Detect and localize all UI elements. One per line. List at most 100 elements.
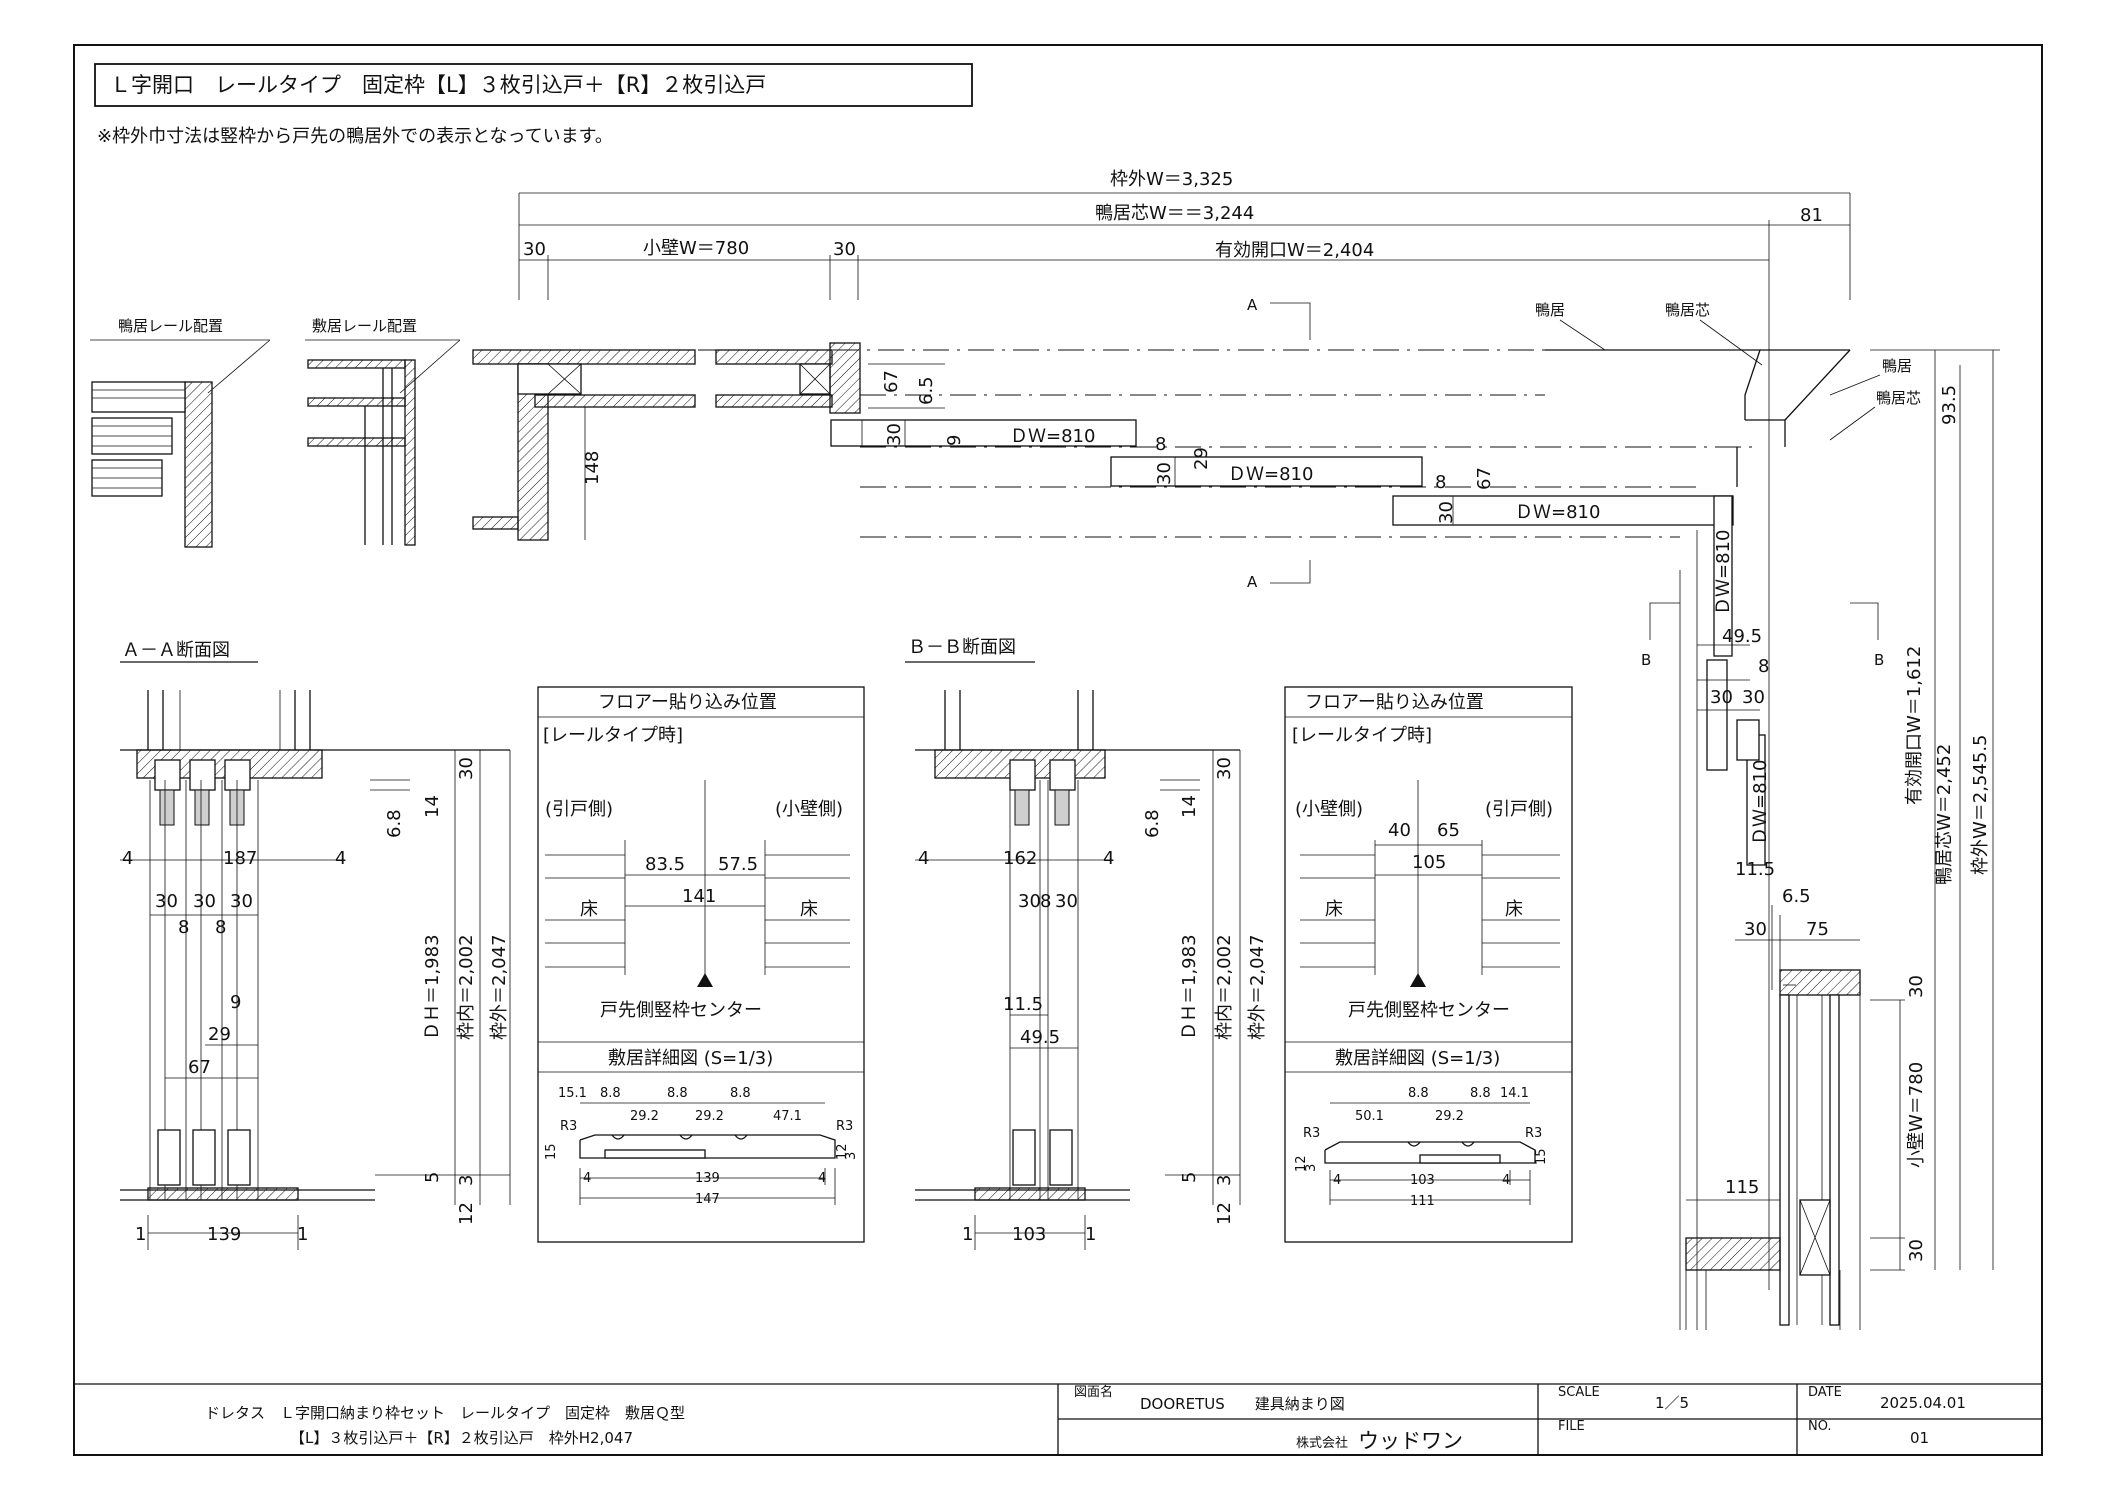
fb-floor-left: 床 xyxy=(1325,899,1343,920)
title-box: Ｌ字開口 レールタイプ 固定枠【L】３枚引込戸＋【R】２枚引込戸 xyxy=(94,63,973,107)
fb-floor-right: 床 xyxy=(1505,899,1523,920)
tb-date: 2025.04.01 xyxy=(1880,1394,1966,1412)
section-b-right: B xyxy=(1874,651,1884,669)
fb-r3b: R3 xyxy=(1525,1126,1542,1141)
note-text: ※枠外巾寸法は竪枠から戸先の鴨居外での表示となっています。 xyxy=(97,126,613,147)
dim-9-p1: 9 xyxy=(944,435,965,446)
fb-h3: 3 xyxy=(1304,1164,1319,1172)
dim-30-left: 30 xyxy=(523,239,546,260)
bb-dim-8: 8 xyxy=(1040,891,1051,912)
fa-r3a: R3 xyxy=(560,1119,577,1134)
dim-outer-w: 枠外W＝3,325 xyxy=(1110,169,1233,190)
bb-dim-6-8: 6.8 xyxy=(1142,809,1163,838)
fb-s4: 50.1 xyxy=(1355,1109,1384,1124)
fa-center: 戸先側竪枠センター xyxy=(600,1000,762,1021)
bb-dim-30-top: 30 xyxy=(1214,757,1235,780)
dim-8-r: 8 xyxy=(1758,656,1769,677)
bb-dim-30b: 30 xyxy=(1055,891,1078,912)
bb-dim-12: 12 xyxy=(1214,1202,1235,1225)
fb-center: 戸先側竪枠センター xyxy=(1348,1000,1510,1021)
dim-30-mid: 30 xyxy=(833,239,856,260)
fb-subtitle: [レールタイプ時] xyxy=(1292,725,1432,746)
aa-dim-30b: 30 xyxy=(193,891,216,912)
aa-dim-30-top: 30 xyxy=(456,757,477,780)
fa-s5: 29.2 xyxy=(630,1109,659,1124)
aa-dim-3: 3 xyxy=(456,1175,477,1186)
fa-left-side: (引戸側) xyxy=(545,799,613,820)
fa-subtitle: [レールタイプ時] xyxy=(543,725,683,746)
fa-s4: 8.8 xyxy=(730,1086,751,1101)
tb-line1: ドレタス Ｌ字開口納まり枠セット レールタイプ 固定枠 敷居Ｑ型 xyxy=(205,1404,685,1422)
fa-h12: 12 xyxy=(835,1143,850,1160)
plan-dimensions: 枠外W＝3,325 鴨居芯W＝＝3,244 81 30 小壁W＝780 30 有… xyxy=(518,169,1851,1290)
plan-view: 148 30 9 ＤＷ=810 8 30 29 ＤＷ=810 8 67 30 Ｄ… xyxy=(472,296,1960,669)
fa-d139: 139 xyxy=(695,1171,720,1186)
dim-rail-h: 鴨居芯W＝2,452 xyxy=(1934,744,1955,885)
aa-dim-4b: 4 xyxy=(335,848,346,869)
floor-box-a: フロアー貼り込み位置 [レールタイプ時] (引戸側) (小壁側) 83.5 57… xyxy=(537,686,865,1243)
dim-81: 81 xyxy=(1800,205,1823,226)
dim-148: 148 xyxy=(582,451,603,485)
fa-floor-left: 床 xyxy=(580,899,598,920)
aa-dim-139: 139 xyxy=(207,1224,241,1245)
dim-effective-w: 有効開口W＝2,404 xyxy=(1215,240,1374,261)
door-width-4: ＤＷ=810 xyxy=(1713,530,1734,615)
fa-s6: 29.2 xyxy=(695,1109,724,1124)
tb-drawing-name: DOORETUS 建具納まり図 xyxy=(1140,1395,1345,1413)
tb-no-label: NO. xyxy=(1808,1419,1832,1434)
fb-s3: 14.1 xyxy=(1500,1086,1529,1101)
tb-company-prefix: 株式会社 xyxy=(1296,1435,1348,1451)
fb-d103: 103 xyxy=(1410,1173,1435,1188)
aa-dim-4a: 4 xyxy=(122,848,133,869)
bb-dim-inner: 枠内＝2,002 xyxy=(1214,934,1235,1040)
inset-kamoi-title: 鴨居レール配置 xyxy=(118,317,223,335)
dim-93-5: 93.5 xyxy=(1939,385,1960,425)
section-aa-title: Ａ－Ａ断面図 xyxy=(122,640,230,661)
bb-dim-4a: 4 xyxy=(918,848,929,869)
tb-company: ウッドワン xyxy=(1358,1429,1463,1453)
tb-line2: 【L】３枚引込戸＋【R】２枚引込戸 枠外H2,047 xyxy=(290,1429,633,1447)
fb-s1: 8.8 xyxy=(1408,1086,1429,1101)
fa-v1: 83.5 xyxy=(645,854,685,875)
dim-small-wall: 小壁W＝780 xyxy=(643,238,749,259)
section-aa: Ａ－Ａ断面図 4 187 4 30 30 30 xyxy=(120,640,511,1250)
dim-49-5: 49.5 xyxy=(1722,626,1762,647)
fa-d4b: 4 xyxy=(818,1171,826,1186)
tb-scale-label: SCALE xyxy=(1558,1385,1600,1400)
fb-d4b: 4 xyxy=(1502,1173,1510,1188)
dim-30-p3: 30 xyxy=(1436,501,1457,524)
aa-dim-5: 5 xyxy=(422,1172,443,1183)
fb-left-side: (小壁側) xyxy=(1295,799,1363,820)
fa-v3: 141 xyxy=(682,886,716,907)
dim-6-5-r: 6.5 xyxy=(1782,886,1811,907)
dim-outer-h: 枠外W＝2,545.5 xyxy=(1970,734,1991,875)
dim-8-p2: 8 xyxy=(1155,434,1166,455)
inset-shikii-rail: 敷居レール配置 xyxy=(305,317,461,546)
aa-dim-6-8: 6.8 xyxy=(384,809,405,838)
aa-dim-9: 9 xyxy=(230,992,241,1013)
bb-dim-14: 14 xyxy=(1179,795,1200,818)
inset-shikii-title: 敷居レール配置 xyxy=(312,317,417,335)
bb-dim-103: 103 xyxy=(1012,1224,1046,1245)
bb-dim-162: 162 xyxy=(1003,848,1037,869)
aa-dim-67: 67 xyxy=(188,1057,211,1078)
tb-drawing-name-label: 図面名 xyxy=(1074,1384,1113,1400)
section-b-left: B xyxy=(1641,651,1651,669)
fb-v2: 65 xyxy=(1437,820,1460,841)
right-elevation: ＤＷ=810 49.5 8 30 30 ＤＷ=810 11.5 6.5 30 7… xyxy=(1679,349,2000,1330)
dim-30-p2: 30 xyxy=(1154,462,1175,485)
fa-h15: 15 xyxy=(544,1143,559,1160)
floor-box-b: フロアー貼り込み位置 [レールタイプ時] (小壁側) (引戸側) 40 65 1… xyxy=(1284,686,1573,1243)
bb-dim-1b: 1 xyxy=(1085,1224,1096,1245)
aa-dim-8a: 8 xyxy=(178,917,189,938)
fb-h15: 15 xyxy=(1534,1148,1549,1165)
dim-eff-h: 有効開口W＝1,612 xyxy=(1904,646,1925,805)
fa-floor-right: 床 xyxy=(800,899,818,920)
tb-no: 01 xyxy=(1910,1429,1929,1447)
dim-30-re: 30 xyxy=(1906,1239,1927,1262)
bb-dim-11-5: 11.5 xyxy=(1003,994,1043,1015)
aa-dim-30a: 30 xyxy=(155,891,178,912)
fa-r3b: R3 xyxy=(836,1119,853,1134)
fa-center-marker-icon xyxy=(697,973,713,987)
